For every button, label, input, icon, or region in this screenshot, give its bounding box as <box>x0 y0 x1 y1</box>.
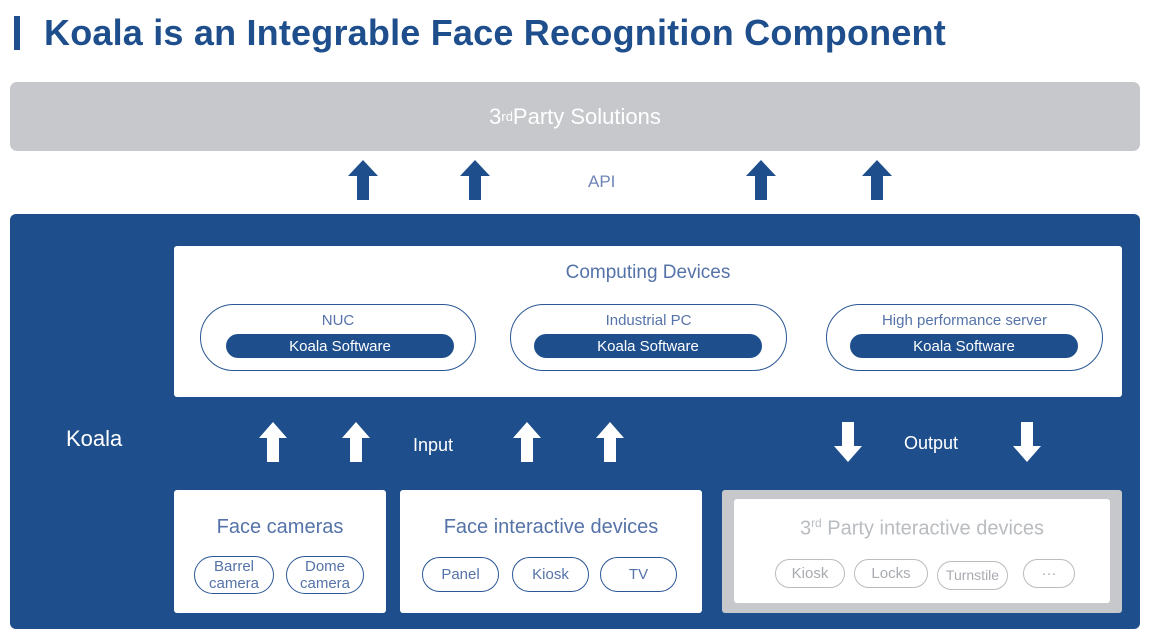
api-up-arrow-3 <box>746 160 776 200</box>
api-label: API <box>588 172 616 191</box>
face-interactive-title: Face interactive devices <box>443 516 659 538</box>
koala-label: Koala <box>66 426 123 451</box>
device-industrial-pc: Industrial PC Koala Software <box>510 304 787 371</box>
title-accent-bar <box>14 16 20 50</box>
device-high-performance-server: High performance server Koala Software <box>826 304 1103 371</box>
api-up-arrow-4 <box>862 160 892 200</box>
chip-dome-camera: Dome camera <box>286 556 364 594</box>
chip-line: Dome <box>304 558 345 575</box>
input-up-arrow-3 <box>513 422 541 462</box>
page-title: Koala is an Integrable Face Recognition … <box>44 12 946 53</box>
device-name: Industrial PC <box>605 312 692 329</box>
chip-locks: Locks <box>854 559 928 588</box>
computing-devices-title: Computing Devices <box>565 262 731 283</box>
api-up-arrow-1 <box>348 160 378 200</box>
chip-kiosk: Kiosk <box>512 557 589 592</box>
device-name: NUC <box>321 312 355 329</box>
third-party-interactive-devices-box: 3rd Party interactive devices Kiosk Lock… <box>734 499 1110 603</box>
input-up-arrow-2 <box>342 422 370 462</box>
chip-line: camera <box>208 575 260 592</box>
output-down-arrow-1 <box>834 422 862 462</box>
chip-line: Barrel <box>213 558 254 575</box>
chip-panel: Panel <box>422 557 499 592</box>
third-party-interactive-title-rest: Party interactive devices <box>821 517 1045 540</box>
koala-software-badge: Koala Software <box>534 334 762 358</box>
chip-kiosk: Kiosk <box>775 559 845 588</box>
koala-software-badge: Koala Software <box>850 334 1078 358</box>
chip-more: ··· <box>1023 559 1075 588</box>
output-down-arrow-2 <box>1013 422 1041 462</box>
input-label: Input <box>413 435 454 455</box>
api-up-arrow-2 <box>460 160 490 200</box>
third-party-interactive-prefix: 3 <box>799 517 812 540</box>
third-party-superscript: rd <box>501 109 513 124</box>
third-party-prefix: 3 <box>489 103 502 129</box>
device-nuc: NUC Koala Software <box>200 304 476 371</box>
face-interactive-devices-box: Face interactive devices Panel Kiosk TV <box>400 490 702 613</box>
input-up-arrow-4 <box>596 422 624 462</box>
chip-barrel-camera: Barrel camera <box>194 556 274 594</box>
third-party-interactive-title: 3rd Party interactive devices <box>734 516 1110 541</box>
input-up-arrow-1 <box>259 422 287 462</box>
chip-turnstile: Turnstile <box>937 561 1008 590</box>
output-label: Output <box>904 433 959 453</box>
third-party-interactive-superscript: rd <box>811 516 822 530</box>
chip-line: camera <box>299 575 351 592</box>
device-name: High performance server <box>881 312 1048 329</box>
computing-devices-box: Computing Devices NUC Koala Software Ind… <box>174 246 1122 397</box>
face-cameras-title: Face cameras <box>216 516 344 538</box>
chip-tv: TV <box>600 557 677 592</box>
third-party-solutions-label: Party Solutions <box>512 103 661 129</box>
koala-software-badge: Koala Software <box>226 334 454 358</box>
face-cameras-box: Face cameras Barrel camera Dome camera <box>174 490 386 613</box>
third-party-interactive-devices-frame: 3rd Party interactive devices Kiosk Lock… <box>722 490 1122 613</box>
